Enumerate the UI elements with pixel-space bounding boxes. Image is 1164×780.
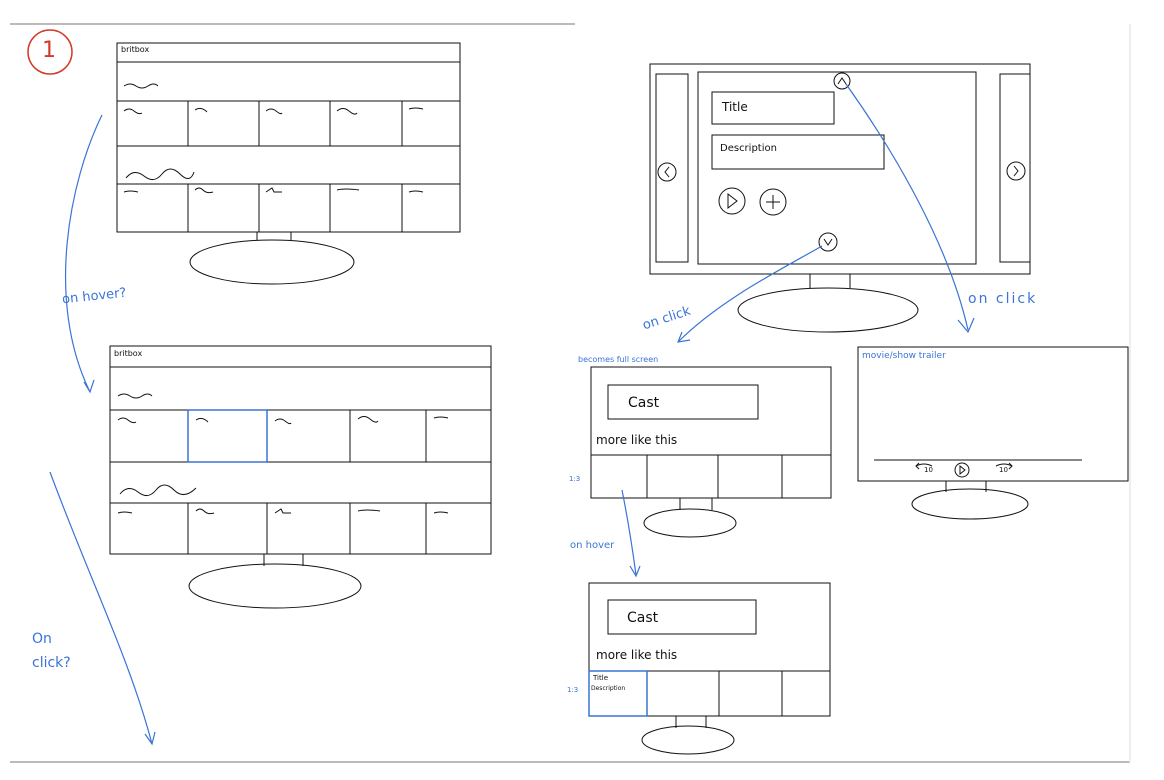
more-like-this-text: more like this <box>596 433 678 447</box>
arrow-up-to-trailer <box>845 83 969 331</box>
arrow-down-to-cast <box>677 245 823 343</box>
annotation-on-hover-2: on hover <box>570 540 615 551</box>
hover-tile-description: Description <box>591 685 626 692</box>
hover-wireframe <box>109 345 492 609</box>
prev-arrow-icon[interactable] <box>657 162 677 182</box>
hover-brand-label: britbox <box>114 349 143 358</box>
scroll-down-chevron-icon[interactable] <box>818 232 838 252</box>
trailer-header: movie/show trailer <box>862 351 946 361</box>
hovered-similar-tile <box>588 670 648 717</box>
add-to-list-icon[interactable] <box>759 188 787 216</box>
browse-brand-label: britbox <box>121 45 150 54</box>
forward-label: 10 <box>999 466 1008 474</box>
hover-tile-title: Title <box>593 674 609 682</box>
trailer-monitor-stand <box>911 488 1029 520</box>
trailer-play-icon[interactable] <box>954 462 970 478</box>
page-number-circle <box>27 29 73 75</box>
description-box <box>711 134 885 170</box>
cast-hover-more-like-this: more like this <box>596 648 678 662</box>
scroll-up-chevron-icon[interactable] <box>833 72 851 90</box>
arrow-head-1 <box>83 379 95 394</box>
annotation-becomes-full-screen: becomes full screen <box>578 355 659 364</box>
cast-monitor-screen <box>590 366 832 499</box>
next-arrow-icon[interactable] <box>1006 161 1026 181</box>
arrow-hover-to-click <box>49 471 153 745</box>
hover-monitor-screen <box>109 345 492 555</box>
title-box <box>711 91 835 125</box>
arrow-browse-to-hover <box>64 114 103 393</box>
detail-wireframe <box>649 63 1031 333</box>
page-number: 1 <box>42 38 56 63</box>
browse-monitor-stand <box>189 239 355 285</box>
cast-hover-text: Cast <box>627 610 659 626</box>
cast-hover-monitor-screen <box>588 582 831 717</box>
cast-text: Cast <box>628 395 660 411</box>
left-side-panel <box>655 73 689 263</box>
arrow-head-4 <box>957 317 975 334</box>
hovered-tile-highlight <box>187 409 268 463</box>
browse-wireframe <box>116 42 461 285</box>
detail-monitor-stand <box>737 287 919 333</box>
cast-hover-monitor-stand <box>641 725 735 755</box>
cast-hover-aspect-note: 1:3 <box>567 686 579 694</box>
arrow-head-5 <box>629 565 641 578</box>
detail-content-panel <box>697 71 977 265</box>
browse-monitor-screen <box>116 42 461 233</box>
rewind-label: 10 <box>924 466 933 474</box>
play-icon[interactable] <box>718 187 746 215</box>
rewind-10-icon[interactable] <box>915 462 933 470</box>
aspect-ratio-note: 1:3 <box>569 475 581 483</box>
forward-10-icon[interactable] <box>995 462 1013 470</box>
annotation-on-click-up: on click <box>968 291 1038 307</box>
annotation-on-click-line2: click? <box>32 655 71 671</box>
arrow-head-3 <box>677 331 691 343</box>
trailer-monitor-screen <box>857 346 1129 482</box>
annotation-on-click-line1: On <box>32 631 52 647</box>
arrow-head-2 <box>144 731 156 746</box>
cast-wireframe <box>590 366 832 538</box>
cast-hover-wireframe <box>588 582 831 755</box>
detail-description-text: Description <box>720 143 777 154</box>
cast-box <box>607 384 759 420</box>
hover-monitor-stand <box>188 563 362 609</box>
row-title-scribble <box>123 83 159 89</box>
detail-title-text: Title <box>722 100 748 114</box>
right-side-panel <box>999 73 1031 263</box>
trailer-wireframe <box>857 346 1129 520</box>
cast-hover-box <box>607 599 757 635</box>
cast-monitor-stand <box>643 508 737 538</box>
arrow-cast-to-hover <box>621 489 637 576</box>
